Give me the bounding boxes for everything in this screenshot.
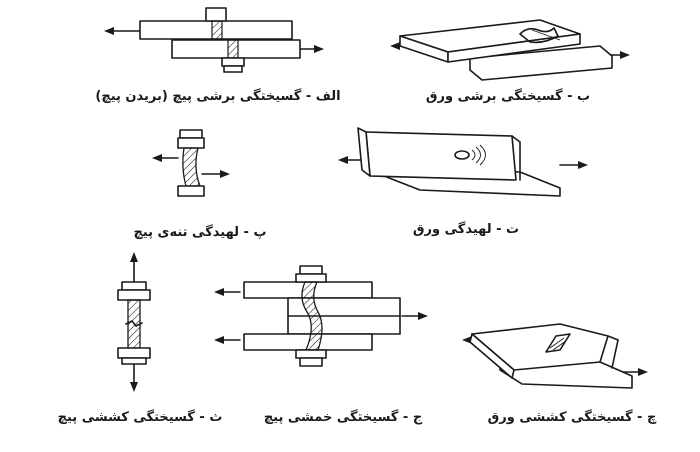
plate-tension-failure-icon xyxy=(462,323,648,389)
bolt-bearing-failure-icon xyxy=(152,129,230,197)
caption-be: ب - گسیختگی برشی ورق xyxy=(425,89,591,104)
caption-jim: ج - گسیختگی خمشی پیچ xyxy=(263,410,423,425)
caption-se: ث - گسیختگی کششی پیچ xyxy=(57,410,223,425)
caption-te: ت - لهیدگی ورق xyxy=(412,222,520,237)
bolt-shear-failure-icon xyxy=(104,7,324,73)
bolt-tension-failure-icon xyxy=(117,252,151,392)
caption-pe: پ - لهیدگی تنه‌ی پیچ xyxy=(133,225,267,240)
plate-bearing-failure-icon xyxy=(338,127,588,197)
caption-alef: الف - گسیختگی برشی پیچ (بریدن پیچ) xyxy=(95,89,341,104)
caption-che: چ - گسیختگی کششی ورق xyxy=(487,410,657,425)
bolt-bending-failure-icon xyxy=(214,265,428,367)
plate-shear-failure-icon xyxy=(390,19,630,81)
